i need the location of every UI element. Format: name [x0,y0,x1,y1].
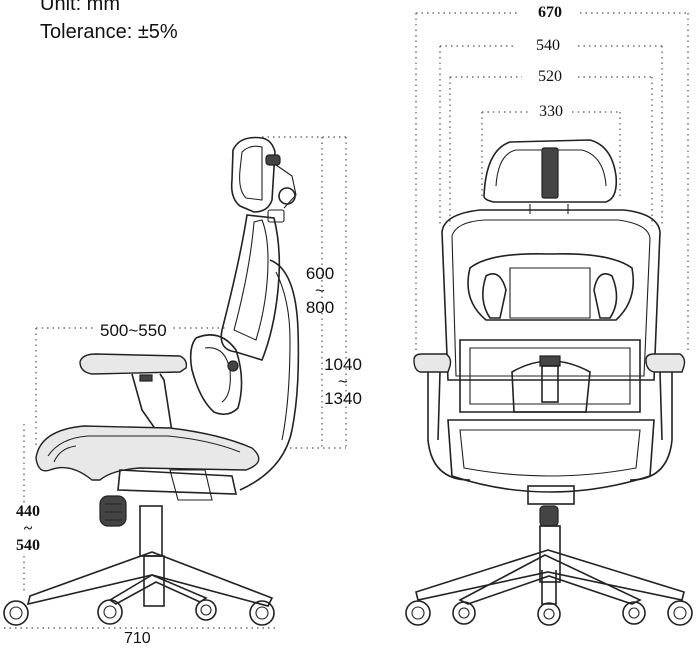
total-width-label: 670 [538,4,562,21]
headrest-width-label: 330 [539,103,563,120]
front-view-dimension-lines [415,12,689,350]
seat-depth-label: 500~550 [96,321,171,341]
total-height-sep: ~ [338,372,348,391]
side-view-chair [3,136,300,626]
seat-height-min: 440 [16,503,40,520]
back-width-label: 520 [538,68,562,85]
headrest-adjust-label: 600 ~ 800 [302,265,338,316]
headrest-adjust-min: 600 [305,264,335,283]
front-view-chair [405,139,693,626]
side-view-dimension-lines [4,136,347,629]
seat-height-sep: ~ [23,520,33,537]
seat-height-max: 540 [16,537,40,554]
unit-note: Unit: mm [40,0,120,15]
seat-height-label: 440 ~ 540 [8,503,48,554]
total-height-label: 1040 ~ 1340 [320,356,366,407]
headrest-adjust-sep: ~ [315,281,325,300]
total-height-min: 1040 [324,355,362,374]
base-depth-label: 710 [120,630,155,648]
total-height-max: 1340 [324,389,362,408]
tolerance-note: Tolerance: ±5% [40,21,178,43]
headrest-adjust-max: 800 [305,298,335,317]
armrest-width-label: 540 [536,37,560,54]
